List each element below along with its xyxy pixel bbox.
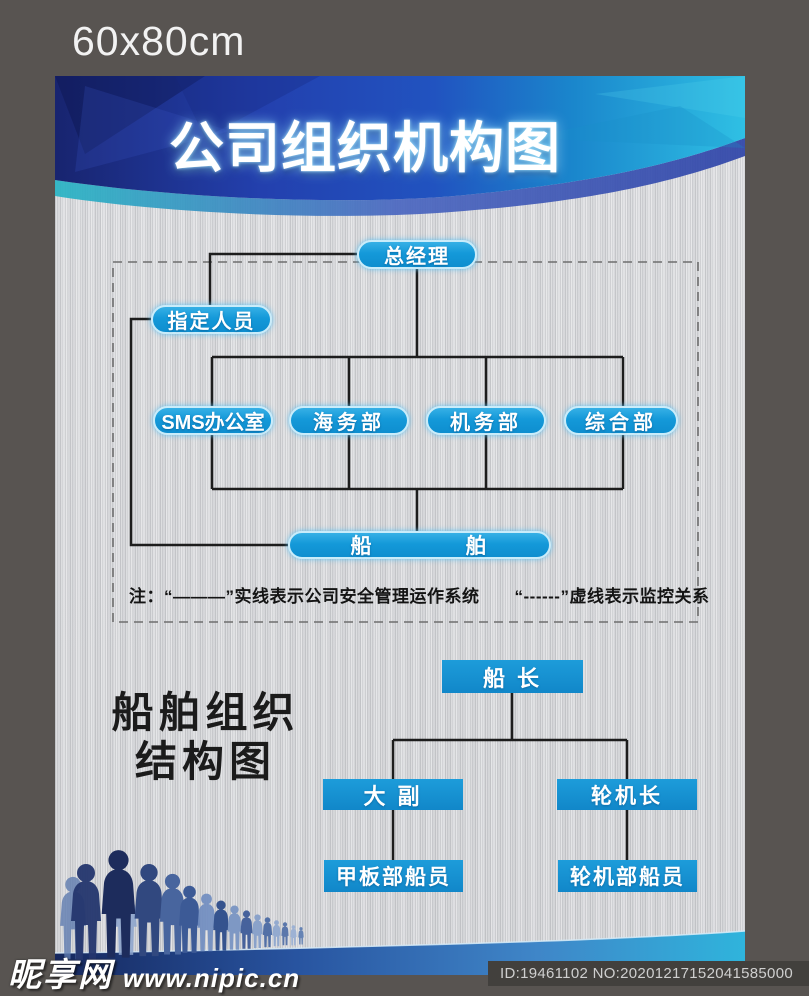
node-deck-crew: 甲板部船员: [324, 860, 463, 892]
org-chart-connectors: [112, 252, 699, 860]
site-url-text: www.nipic.cn: [123, 963, 301, 993]
poster-size-label: 60x80cm: [72, 18, 246, 64]
node-general-manager: 总经理: [357, 240, 477, 269]
ship-chart-heading-line2: 结构图: [134, 738, 276, 785]
poster-canvas: 公司组织机构图: [55, 76, 745, 975]
site-logo-text: 昵享网: [8, 956, 113, 993]
node-designated-personnel: 指定人员: [151, 305, 272, 334]
node-engine-crew: 轮机部船员: [558, 860, 697, 892]
node-general-department: 综合部: [564, 406, 678, 435]
banner-ribbon: [55, 138, 745, 216]
node-chief-officer: 大 副: [323, 779, 463, 810]
poster-title: 公司组织机构图: [168, 117, 561, 179]
banner-graphic: [55, 76, 745, 216]
node-chief-engineer: 轮机长: [557, 779, 697, 810]
ship-chart-heading-line1: 船舶组织: [111, 689, 300, 736]
node-engineering-department: 机务部: [426, 406, 546, 435]
node-captain: 船 长: [442, 660, 583, 693]
image-id-badge: ID:19461102 NO:20201217152041585000: [488, 961, 809, 986]
banner-main-shape: [55, 76, 745, 201]
site-watermark: 昵享网 www.nipic.cn: [8, 948, 300, 996]
node-ship: 船 舶: [288, 531, 551, 559]
business-people-silhouettes: [60, 850, 304, 960]
ship-chart-heading: 船舶组织 结构图: [103, 688, 308, 786]
node-marine-department: 海务部: [289, 406, 409, 435]
node-sms-office: SMS办公室: [153, 406, 273, 435]
legend-note: 注：“———”实线表示公司安全管理运作系统 “------”虚线表示监控关系: [129, 587, 710, 606]
